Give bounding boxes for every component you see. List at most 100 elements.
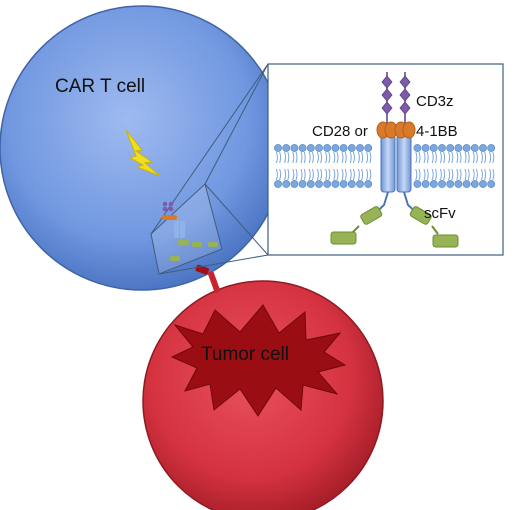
lipid-head — [438, 180, 446, 188]
lipid-head — [429, 180, 438, 188]
lipid-tail — [303, 151, 306, 164]
lipid-head — [454, 180, 463, 188]
lipid-head — [298, 180, 307, 188]
lipid-tail — [333, 151, 336, 164]
lipid-tail — [308, 168, 311, 181]
lipid-tail — [349, 168, 352, 181]
lipid-tail — [311, 168, 314, 181]
lipid-tail — [448, 168, 451, 181]
car-t-cell — [0, 5, 285, 291]
lipid-head — [339, 180, 348, 188]
4-1bb-label: 4-1BB — [416, 123, 458, 140]
lipid-tail — [316, 151, 319, 164]
lipid-tail — [443, 151, 446, 164]
lipid-tail — [484, 168, 487, 181]
lipid-tail — [439, 151, 442, 164]
lipid-head — [347, 144, 356, 152]
lipid-tail — [341, 168, 344, 181]
lipid-head — [306, 180, 315, 188]
lipid-head — [446, 144, 455, 152]
lipid-tail — [352, 168, 355, 181]
lipid-tail — [426, 151, 429, 164]
lipid-head — [454, 144, 463, 152]
lipid-tail — [423, 168, 426, 181]
lipid-tail — [287, 168, 290, 181]
cd3z-itam — [399, 88, 411, 102]
lipid-tail — [448, 151, 451, 164]
lipid-head — [315, 144, 323, 152]
lipid-head — [421, 180, 430, 188]
lipid-head — [413, 180, 422, 188]
lipid-head — [479, 144, 487, 152]
lipid-tail — [300, 168, 303, 181]
lipid-head — [331, 144, 340, 152]
lipid-tail — [361, 151, 364, 164]
lipid-tail — [292, 151, 295, 164]
lipid-tail — [292, 168, 295, 181]
lipid-tail — [300, 151, 303, 164]
tumor-cell-label: Tumor cell — [201, 344, 289, 365]
lipid-head — [421, 144, 430, 152]
lipid-head — [479, 180, 487, 188]
zoom-source-frame — [150, 183, 223, 275]
lipid-tail — [352, 151, 355, 164]
lipid-tail — [295, 151, 298, 164]
lipid-tail — [492, 168, 495, 181]
lipid-tail — [344, 151, 347, 164]
lipid-bilayer — [274, 144, 496, 188]
lipid-head — [429, 144, 438, 152]
lipid-tail — [456, 151, 459, 164]
lipid-tail — [464, 151, 467, 164]
lipid-tail — [357, 151, 360, 164]
lipid-tail — [311, 151, 314, 164]
lipid-tail — [316, 168, 319, 181]
lipid-tail — [467, 168, 470, 181]
lipid-tail — [451, 168, 454, 181]
lipid-head — [290, 180, 299, 188]
lipid-head — [364, 180, 373, 188]
cd28-or-label: CD28 or — [312, 123, 368, 140]
lipid-tail — [451, 151, 454, 164]
lipid-tail — [275, 168, 278, 181]
lipid-tail — [459, 151, 462, 164]
tumor-starburst — [170, 304, 347, 417]
lipid-tail — [480, 151, 483, 164]
lipid-tail — [357, 168, 360, 181]
lipid-head — [282, 180, 291, 188]
lipid-tail — [484, 151, 487, 164]
lipid-tail — [434, 168, 437, 181]
mini-car-construct — [162, 201, 218, 261]
lipid-head — [274, 180, 282, 188]
scfv-label: scFv — [424, 205, 456, 222]
lipid-tail — [439, 168, 442, 181]
lipid-tail — [475, 168, 478, 181]
lipid-tail — [426, 168, 429, 181]
transmembrane-domain-left — [380, 134, 396, 193]
lipid-tail — [287, 151, 290, 164]
lipid-tail — [279, 151, 282, 164]
lipid-tail — [344, 168, 347, 181]
scfv-right — [403, 191, 459, 248]
lipid-tail — [320, 151, 323, 164]
lipid-head — [282, 144, 291, 152]
lipid-tail — [328, 168, 331, 181]
cd3z-itam — [381, 75, 393, 89]
lipid-tail — [415, 168, 418, 181]
lipid-tail — [456, 168, 459, 181]
lipid-head — [306, 144, 315, 152]
cd3z-itam — [399, 101, 411, 115]
lipid-tail — [341, 151, 344, 164]
cd3z-itam — [381, 88, 393, 102]
lipid-tail — [308, 151, 311, 164]
lipid-tail — [467, 151, 470, 164]
lipid-tail — [320, 168, 323, 181]
lipid-tail — [475, 151, 478, 164]
lipid-tail — [492, 151, 495, 164]
lipid-head — [290, 144, 299, 152]
lipid-tail — [489, 168, 492, 181]
lipid-head — [487, 144, 496, 152]
cd3z-domain — [381, 72, 411, 124]
lipid-head — [339, 144, 348, 152]
lipid-head — [462, 180, 471, 188]
lipid-tail — [459, 168, 462, 181]
